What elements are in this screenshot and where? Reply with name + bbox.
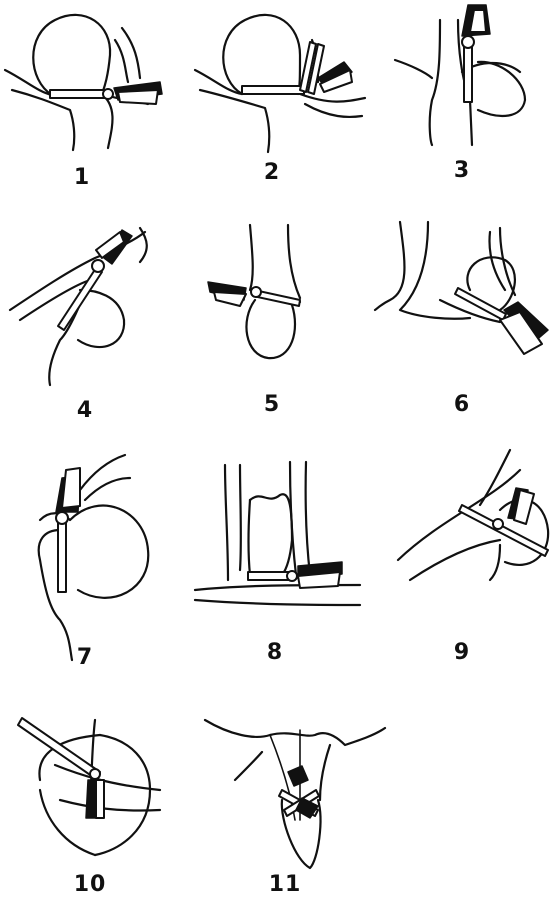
panel-2-label: 2 (242, 160, 302, 185)
panel-9-label: 9 (432, 640, 492, 665)
panel-3-label: 3 (432, 158, 492, 183)
panel-8-label: 8 (245, 640, 305, 665)
panel-10-label: 10 (60, 872, 120, 897)
panel-6-label: 6 (432, 392, 492, 417)
panel-11-label: 11 (255, 872, 315, 897)
panel-11-artwork (205, 720, 385, 868)
panel-1-label: 1 (52, 165, 112, 190)
panel-5-label: 5 (242, 392, 302, 417)
panel-7-label: 7 (55, 645, 115, 670)
panel-4-label: 4 (55, 398, 115, 423)
